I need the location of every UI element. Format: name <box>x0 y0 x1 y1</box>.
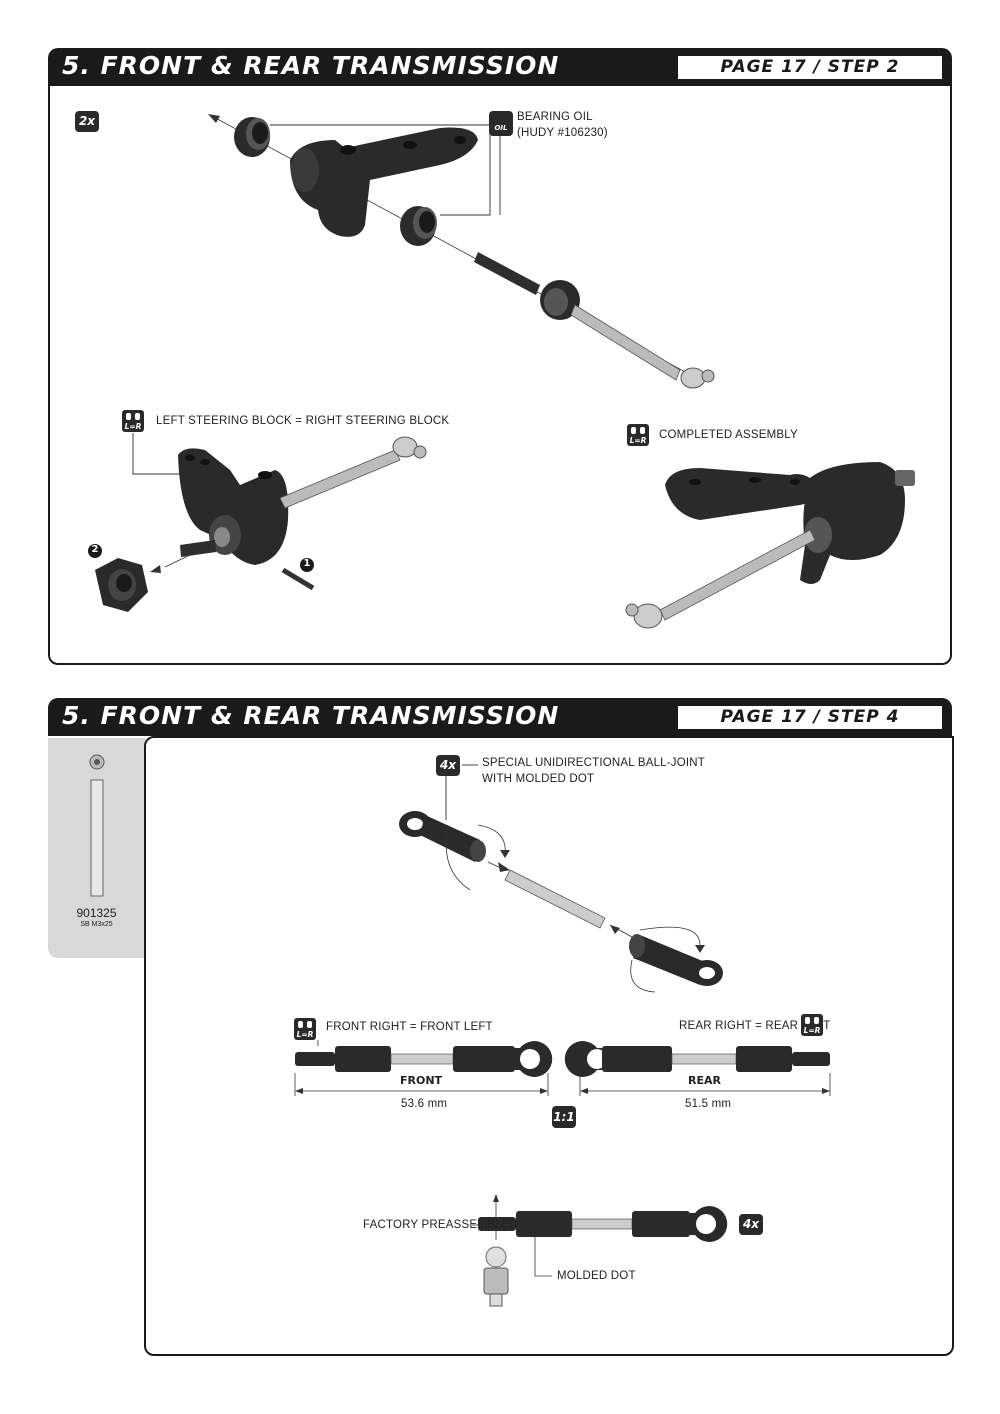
marker-1-label: 1 <box>303 558 311 569</box>
steering-block-top <box>290 127 478 237</box>
screw-drawing <box>89 754 105 897</box>
ball-joint-bottom <box>629 926 723 993</box>
factory-preassembled-label: FACTORY PREASSEMBLED <box>363 1219 518 1231</box>
hex-wheel-hub <box>95 558 148 612</box>
parts-sidebar: 901325 SB M3x25 <box>48 738 145 958</box>
oil-icon-label: OIL <box>494 124 508 132</box>
lr-icon-front: L=R <box>294 1018 316 1040</box>
completed-assembly <box>625 462 915 629</box>
molded-dot-label: MOLDED DOT <box>557 1270 636 1282</box>
bearing-top <box>234 117 270 157</box>
step2-qty-badge: 2x <box>75 111 99 132</box>
step4-qty-badge-top: 4x <box>436 755 460 776</box>
rear-word: REAR <box>688 1074 721 1087</box>
scale-badge: 1:1 <box>552 1106 576 1128</box>
marker-2-label: 2 <box>91 544 99 555</box>
part-number: 901325 <box>76 906 117 920</box>
marker-1 <box>300 558 314 572</box>
bearing-bottom <box>400 206 437 246</box>
lr-icon-completed: L=R <box>627 424 649 446</box>
front-rod-label: FRONT RIGHT = FRONT LEFT <box>326 1021 493 1033</box>
step2-header: 5. FRONT & REAR TRANSMISSION PAGE 17 / S… <box>48 48 952 86</box>
bearing-oil-label: BEARING OIL <box>517 111 593 123</box>
rear-rod-label: REAR RIGHT = REAR LEFT <box>679 1020 831 1032</box>
steering-block-left-assembly <box>150 436 427 591</box>
lr-icon-rear: L=R <box>801 1014 823 1036</box>
step4-content-box <box>144 736 954 1356</box>
step4-panel: 5. FRONT & REAR TRANSMISSION PAGE 17 / S… <box>48 698 952 1354</box>
oil-icon: OIL <box>489 111 513 136</box>
front-rod <box>294 1041 553 1096</box>
left-steering-block-label: LEFT STEERING BLOCK = RIGHT STEERING BLO… <box>156 415 450 427</box>
front-word: FRONT <box>400 1074 443 1087</box>
drive-shaft-top <box>474 252 715 389</box>
bearing-oil-part-number: (HUDY #106230) <box>517 127 608 139</box>
rear-rod <box>564 1041 831 1096</box>
step4-qty-badge-bottom: 4x <box>739 1214 763 1235</box>
part-description: SB M3x25 <box>80 921 113 928</box>
step4-title: 5. FRONT & REAR TRANSMISSION <box>62 701 560 730</box>
step4-header: 5. FRONT & REAR TRANSMISSION PAGE 17 / S… <box>48 698 952 736</box>
front-length: 53.6 mm <box>401 1098 448 1110</box>
step4-page-label: PAGE 17 / STEP 4 <box>677 705 943 730</box>
ball-stud <box>483 1246 509 1307</box>
ball-joint-top <box>399 811 510 891</box>
preassembled-rod <box>472 1194 728 1277</box>
completed-assembly-label: COMPLETED ASSEMBLY <box>659 429 798 441</box>
turnbuckle-rod <box>504 869 606 929</box>
balljoint-label-line1: SPECIAL UNIDIRECTIONAL BALL-JOINT <box>482 757 706 769</box>
rear-length: 51.5 mm <box>685 1098 732 1110</box>
balljoint-label-line2: WITH MOLDED DOT <box>482 773 595 785</box>
marker-2 <box>88 544 102 558</box>
step2-title: 5. FRONT & REAR TRANSMISSION <box>62 51 560 80</box>
step2-page-label: PAGE 17 / STEP 2 <box>677 55 943 80</box>
lr-icon-steering: L=R <box>122 410 144 432</box>
